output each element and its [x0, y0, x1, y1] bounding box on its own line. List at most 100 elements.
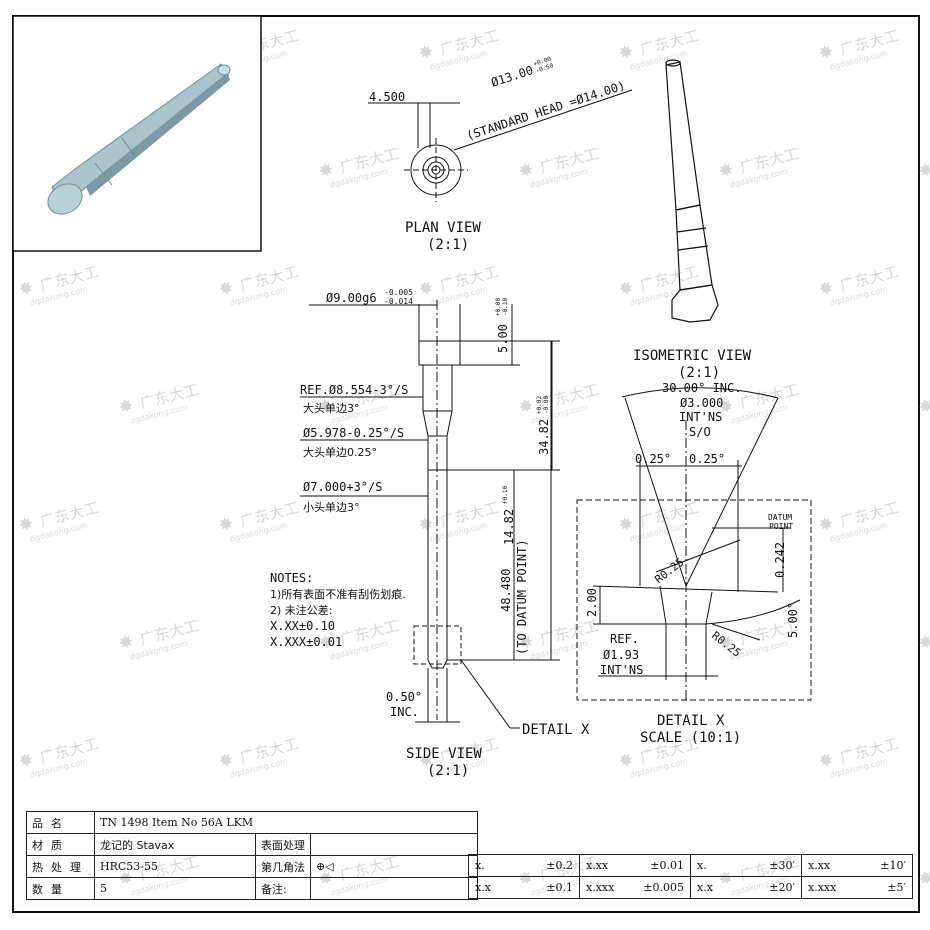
title-val-material: 龙记的 Stavax [94, 833, 256, 856]
title-val-qty: 5 [94, 877, 256, 900]
detail-x-callout: DETAIL X [522, 722, 590, 738]
side-dim-head-low: -0.10 [502, 298, 509, 316]
side-incl-label: INC. [390, 705, 419, 719]
detail-ref: REF. [610, 632, 639, 646]
detail-datum: DATUM [768, 513, 792, 522]
side-view [300, 300, 560, 729]
title-val-heat: HRC53-55 [94, 855, 256, 878]
detail-dim-500: 5.00° [786, 602, 800, 638]
side-low-note: 小头单边3° [303, 501, 360, 514]
notes-line4: X.XXX±0.01 [270, 635, 342, 649]
watermark-logo-icon: ✸ [716, 159, 736, 183]
plan-view-title: PLAN VIEW [405, 220, 481, 236]
title-key-heat: 热处理 [26, 855, 95, 878]
projection-symbol: ⊕◁ [310, 855, 478, 878]
detail-dim-200: 2.00 [585, 588, 599, 617]
notes-heading: NOTES: [270, 571, 313, 585]
detail-ints2: INT'NS [600, 663, 643, 677]
plan-standard-head: (STANDARD HEAD =Ø14.00) [465, 78, 627, 143]
title-block: 品名 TN 1498 Item No 56A LKM 材质 龙记的 Stavax… [26, 811, 478, 900]
pin-3d-render [47, 63, 231, 215]
tol-cell: x.xxx±0.005 [579, 876, 691, 899]
watermark-logo-icon: ✸ [16, 277, 36, 301]
detail-x-scale: SCALE (10:1) [640, 730, 741, 746]
title-row: 材质 龙记的 Stavax 表面处理 [26, 833, 478, 856]
watermark-logo-icon: ✸ [216, 749, 236, 773]
watermark-logo-icon: ✸ [816, 41, 836, 65]
watermark-logo-icon: ✸ [116, 631, 136, 655]
iso-view-scale: (2:1) [678, 365, 720, 381]
side-mid-note: 大头单边0.25° [303, 445, 377, 459]
detail-x-title: DETAIL X [657, 713, 725, 729]
watermark-logo-icon: ✸ [516, 159, 536, 183]
watermark-logo-icon: ✸ [516, 631, 536, 655]
title-key-qty: 数量 [26, 877, 95, 900]
watermark-logo-icon: ✸ [316, 631, 336, 655]
title-row: 品名 TN 1498 Item No 56A LKM [26, 811, 478, 834]
side-view-title: SIDE VIEW [406, 746, 482, 762]
side-dim-48-note: (TO DATUM POINT) [515, 539, 529, 655]
watermark-logo-icon: ✸ [416, 749, 436, 773]
watermark-logo-icon: ✸ [816, 277, 836, 301]
tolerance-row: x.±0.2 x.xx±0.01 x.±30′ x.xx±10′ [468, 854, 913, 877]
title-key-surface: 表面处理 [255, 833, 311, 856]
watermark-logo-icon: ✸ [616, 277, 636, 301]
side-incl-angle: 0.50° [386, 690, 422, 704]
watermark-logo-icon: ✸ [616, 749, 636, 773]
watermark-logo-icon: ✸ [716, 395, 736, 419]
watermark-logo-icon: ✸ [416, 513, 436, 537]
watermark-logo-icon: ✸ [616, 41, 636, 65]
side-dim-fit-lower: -0.014 [384, 297, 413, 306]
watermark-logo-icon: ✸ [616, 513, 636, 537]
side-dim-34-up: +0.02 [536, 396, 543, 414]
watermark-logo-icon: ✸ [916, 631, 930, 655]
iso-view-title: ISOMETRIC VIEW [633, 348, 752, 364]
side-dia-low: Ø7.000+3°/S [303, 480, 382, 494]
side-dim-fit-upper: -0.005 [384, 288, 413, 297]
side-dim-fit: Ø9.00g6 [326, 291, 377, 305]
detail-dia-193: Ø1.93 [603, 648, 639, 662]
side-dim-14: 14.82 [502, 509, 516, 545]
detail-ang-right: 0.25° [689, 452, 725, 466]
detail-ints: INT'NS [679, 410, 722, 424]
detail-datum2: POINT [769, 522, 793, 531]
tol-cell: x.x±20′ [690, 876, 802, 899]
watermark-logo-icon: ✸ [216, 513, 236, 537]
watermark-logo-icon: ✸ [416, 277, 436, 301]
watermark-logo-icon: ✸ [916, 395, 930, 419]
plan-dim-offset: 4.500 [369, 90, 405, 104]
watermark-logo-icon: ✸ [16, 513, 36, 537]
detail-x-drawing [576, 387, 812, 701]
watermark-logo-icon: ✸ [16, 749, 36, 773]
side-dim-14-tol: +0.10 [502, 486, 509, 504]
side-dia-mid: Ø5.978-0.25°/S [303, 426, 404, 440]
title-row: 热处理 HRC53-55 第几角法 ⊕◁ [26, 855, 478, 878]
tolerance-row: x.x±0.1 x.xxx±0.005 x.x±20′ x.xxx±5′ [468, 876, 913, 899]
side-dim-48: 48.480 [499, 569, 513, 612]
isometric-view [665, 59, 719, 323]
side-ref-note: 大头单边3° [303, 401, 360, 415]
tol-cell: x.±30′ [690, 854, 802, 877]
title-key-angle: 第几角法 [255, 855, 311, 878]
title-val-surface [310, 833, 478, 856]
watermark-logo-icon: ✸ [216, 277, 236, 301]
title-key-remark: 备注: [255, 877, 311, 900]
